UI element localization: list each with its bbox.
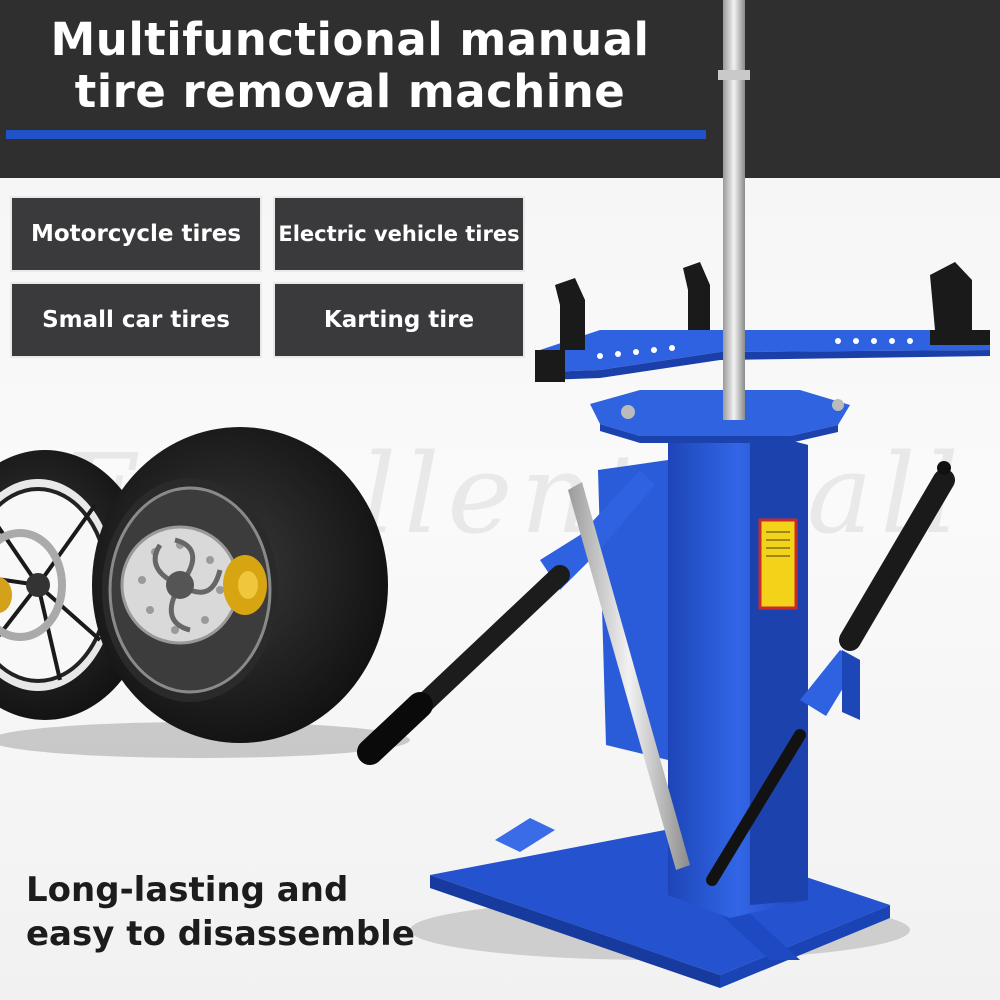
accent-rule bbox=[6, 130, 706, 139]
feature-caption: Long-lasting and easy to disassemble bbox=[26, 868, 446, 956]
machine-base bbox=[430, 818, 890, 988]
tag-label: Small car tires bbox=[42, 307, 230, 333]
tag-karting-tire: Karting tire bbox=[275, 284, 523, 356]
front-tire-illustration bbox=[92, 427, 388, 743]
machine-table bbox=[590, 390, 850, 443]
left-lever bbox=[357, 470, 655, 765]
tag-electric-vehicle-tires: Electric vehicle tires bbox=[275, 198, 523, 270]
machine-arm bbox=[535, 262, 990, 382]
tag-small-car-tires: Small car tires bbox=[12, 284, 260, 356]
tag-motorcycle-tires: Motorcycle tires bbox=[12, 198, 260, 270]
center-shaft bbox=[723, 0, 745, 420]
caption-line-2: easy to disassemble bbox=[26, 914, 415, 954]
caption-line-1: Long-lasting and bbox=[26, 870, 349, 910]
tire-shadow bbox=[0, 722, 410, 758]
headline-line-2: tire removal machine bbox=[74, 65, 626, 118]
tag-label: Karting tire bbox=[323, 307, 475, 333]
warning-label bbox=[758, 518, 798, 610]
pry-bar bbox=[568, 482, 690, 870]
tag-label: Electric vehicle tires bbox=[278, 222, 520, 246]
headline-line-1: Multifunctional manual bbox=[50, 13, 650, 66]
right-lever bbox=[706, 461, 955, 886]
tag-label: Motorcycle tires bbox=[30, 221, 242, 247]
headline: Multifunctional manual tire removal mach… bbox=[0, 14, 700, 118]
header-band bbox=[0, 0, 1000, 178]
